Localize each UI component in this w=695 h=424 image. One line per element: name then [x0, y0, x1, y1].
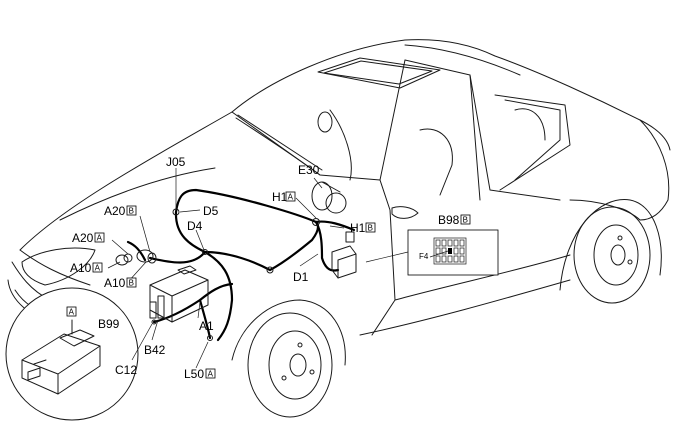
label-e30: E30: [298, 163, 320, 177]
tag-b: B: [368, 224, 373, 233]
front-wheel: [231, 299, 346, 418]
label-f4: F4: [419, 252, 429, 261]
label-d4: D4: [187, 219, 203, 233]
fuse-box-inset: [365, 229, 499, 276]
tag-box-b: [126, 277, 137, 288]
car-body: [7, 39, 671, 336]
tag-box-b: [126, 205, 137, 216]
tag-a: A: [95, 264, 101, 273]
engine-bay-battery: [149, 265, 209, 323]
tag-b: B: [129, 207, 134, 216]
tag-b: B: [463, 216, 468, 225]
leader-lines: [107, 168, 345, 369]
wiring-harness: [126, 188, 356, 342]
label-h1-b: H1: [350, 221, 366, 235]
tag-box-a: [205, 368, 216, 379]
label-j05: J05: [166, 155, 186, 169]
label-l50: L50: [184, 367, 204, 381]
callout-labels: J05 D5 D4 A20 B A20 A A10 A A10 B E30 H1…: [66, 155, 471, 381]
label-c12: C12: [115, 363, 137, 377]
label-a1: A1: [199, 319, 214, 333]
e30-component: [311, 181, 347, 214]
tag-box-b: [460, 214, 471, 225]
battery-inset: [5, 287, 139, 421]
label-h1-a: H1: [272, 190, 288, 204]
label-b98: B98: [438, 213, 460, 227]
tag-box-a: [285, 191, 296, 202]
tag-b: B: [129, 279, 134, 288]
label-d5: D5: [203, 204, 219, 218]
tag-box-a: [92, 262, 103, 273]
label-a10-b: A10: [104, 276, 126, 290]
rear-wheel: [559, 199, 662, 304]
label-a20-a: A20: [72, 231, 94, 245]
tag-a: A: [69, 308, 75, 317]
tag-box-a: [66, 306, 77, 317]
label-b99: B99: [98, 317, 120, 331]
tag-box-b: [365, 222, 376, 233]
label-d1: D1: [293, 270, 309, 284]
label-a20-b: A20: [104, 204, 126, 218]
connectors: [151, 208, 320, 341]
tag-a: A: [288, 193, 294, 202]
tag-box-a: [94, 232, 105, 243]
control-unit: [331, 231, 357, 279]
tag-a: A: [208, 370, 214, 379]
label-b42: B42: [144, 343, 166, 357]
horn-components: [115, 249, 157, 266]
label-a10-a: A10: [70, 261, 92, 275]
tag-a: A: [97, 234, 103, 243]
